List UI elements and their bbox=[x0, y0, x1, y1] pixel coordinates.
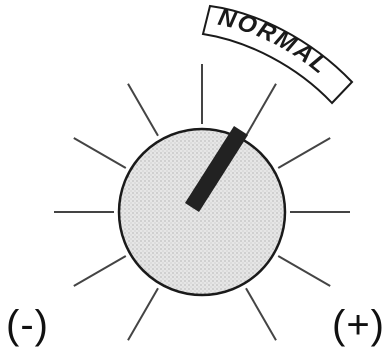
tick-mark bbox=[246, 84, 276, 136]
tick-mark bbox=[128, 84, 158, 136]
tick-mark bbox=[74, 138, 126, 168]
maximum-label: (+) bbox=[332, 305, 382, 345]
tick-mark bbox=[278, 256, 330, 286]
tick-mark bbox=[128, 288, 158, 340]
minimum-label: (-) bbox=[6, 305, 49, 345]
normal-setting-tag: NORMAL bbox=[203, 4, 352, 103]
tick-mark bbox=[278, 138, 330, 168]
tick-mark bbox=[74, 256, 126, 286]
tick-mark bbox=[246, 288, 276, 340]
dial-knob[interactable] bbox=[119, 129, 285, 295]
